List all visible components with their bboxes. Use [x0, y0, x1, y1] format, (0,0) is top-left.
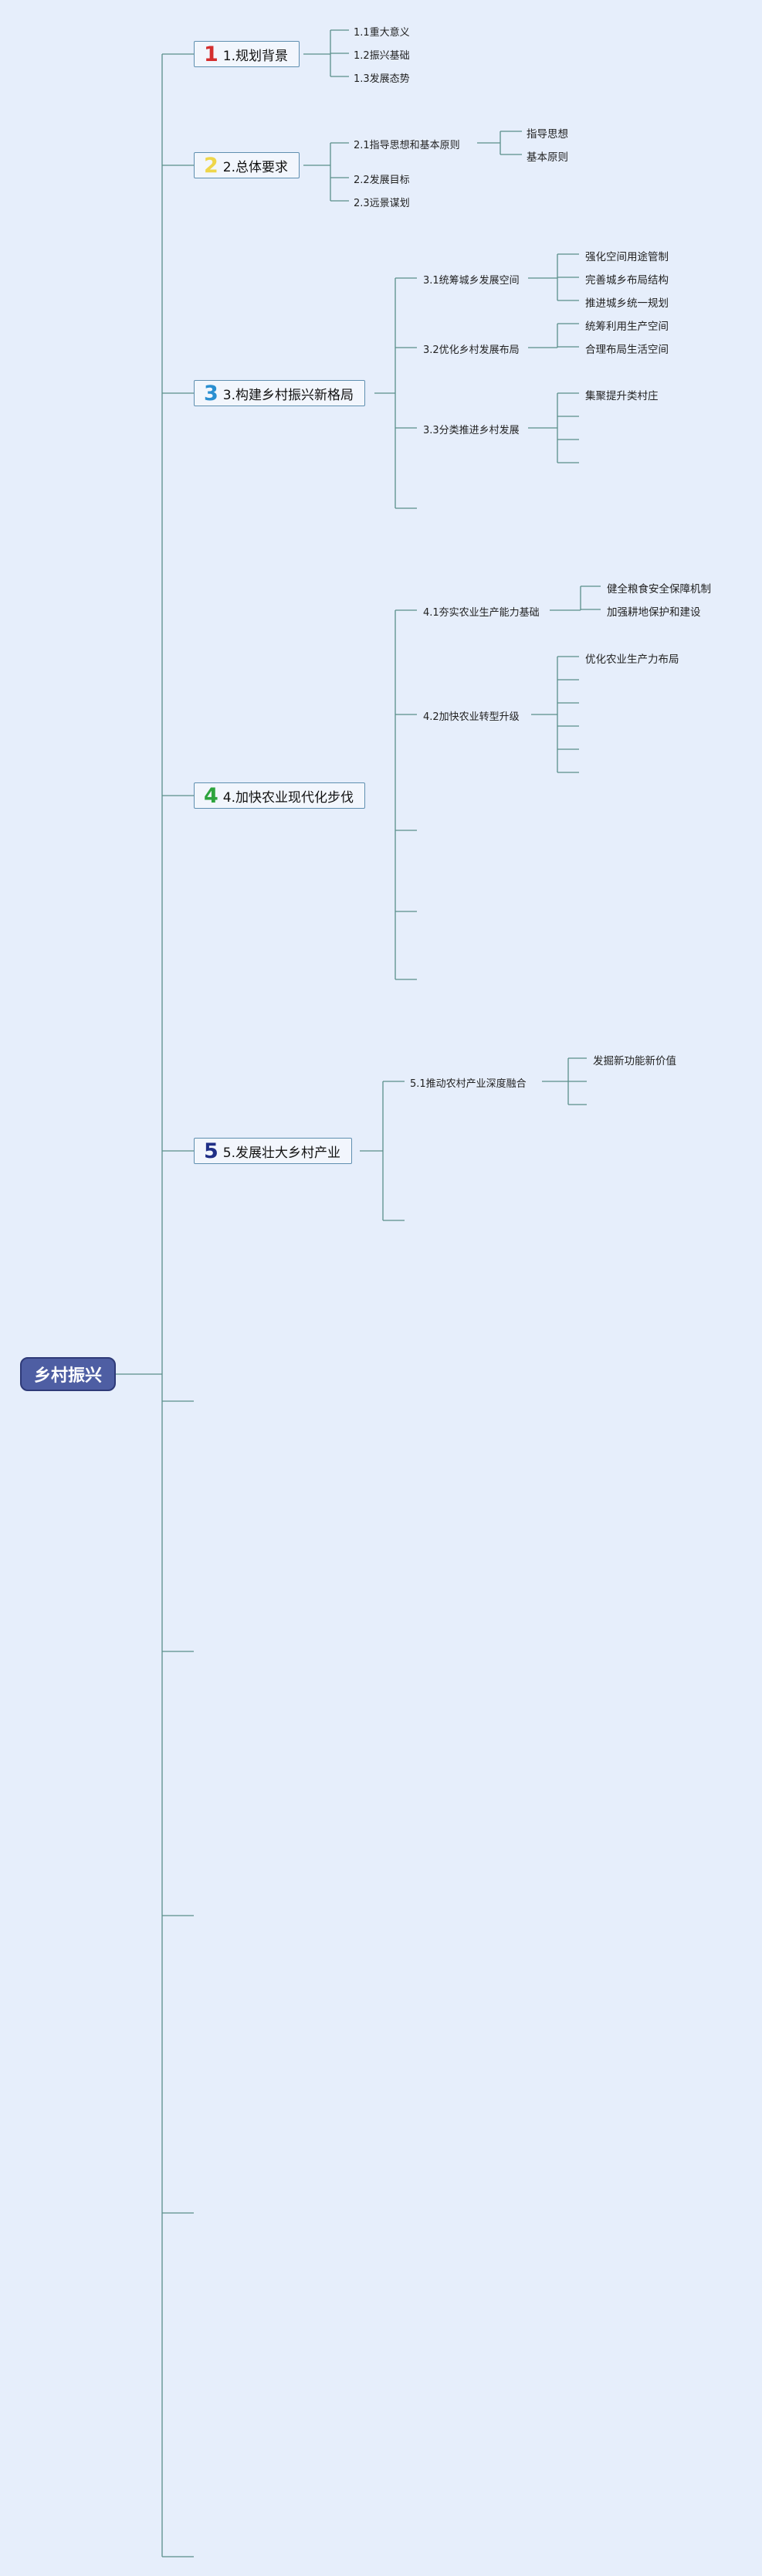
topic-3-1[interactable]: 3.1统筹城乡发展空间 — [423, 275, 520, 287]
branch-node-4[interactable]: 4 4.加快农业现代化步伐 — [194, 782, 366, 809]
branch-number-2: 2 — [204, 153, 218, 178]
topic-4-1-1[interactable]: 健全粮食安全保障机制 — [607, 583, 711, 596]
topic-3-2-1[interactable]: 统筹利用生产空间 — [585, 321, 669, 333]
topic-3-2[interactable]: 3.2优化乡村发展布局 — [423, 344, 520, 356]
branch-label-3: 3.构建乡村振兴新格局 — [222, 387, 354, 403]
branch-number-1: 1 — [204, 42, 218, 66]
branch-node-5[interactable]: 5 5.发展壮大乡村产业 — [194, 1138, 353, 1164]
topic-2-1[interactable]: 2.1指导思想和基本原则 — [354, 140, 460, 151]
branch-number-3: 3 — [204, 381, 218, 406]
branch-number-5: 5 — [204, 1139, 218, 1163]
topic-3-1-2[interactable]: 完善城乡布局结构 — [585, 274, 669, 287]
topic-3-1-1[interactable]: 强化空间用途管制 — [585, 251, 669, 263]
topic-3-3-1[interactable]: 集聚提升类村庄 — [585, 390, 659, 402]
branch-label-1: 1.规划背景 — [222, 48, 289, 64]
topic-2-2[interactable]: 2.2发展目标 — [354, 175, 410, 186]
branch-label-4: 4.加快农业现代化步伐 — [222, 789, 354, 806]
topic-1-1[interactable]: 1.1重大意义 — [354, 27, 410, 39]
root-node[interactable]: 乡村振兴 — [20, 1357, 116, 1391]
topic-3-1-3[interactable]: 推进城乡统一规划 — [585, 297, 669, 310]
branch-node-1[interactable]: 1 1.规划背景 — [194, 41, 300, 67]
topic-4-2-1[interactable]: 优化农业生产力布局 — [585, 653, 679, 666]
topic-4-2[interactable]: 4.2加快农业转型升级 — [423, 711, 520, 723]
topic-3-3[interactable]: 3.3分类推进乡村发展 — [423, 425, 520, 436]
topic-4-1-2[interactable]: 加强耕地保护和建设 — [607, 606, 701, 619]
topic-3-2-2[interactable]: 合理布局生活空间 — [585, 344, 669, 356]
topic-5-1-1[interactable]: 发掘新功能新价值 — [593, 1055, 676, 1067]
topic-2-3[interactable]: 2.3远景谋划 — [354, 198, 410, 209]
topic-2-1-2[interactable]: 基本原则 — [527, 151, 568, 164]
branch-label-2: 2.总体要求 — [222, 159, 289, 175]
branch-number-4: 4 — [204, 783, 218, 808]
topic-5-1[interactable]: 5.1推动农村产业深度融合 — [410, 1078, 527, 1090]
topic-4-1[interactable]: 4.1夯实农业生产能力基础 — [423, 607, 540, 619]
topic-1-3[interactable]: 1.3发展态势 — [354, 73, 410, 85]
topic-1-2[interactable]: 1.2振兴基础 — [354, 50, 410, 62]
branch-node-2[interactable]: 2 2.总体要求 — [194, 152, 300, 178]
branch-label-5: 5.发展壮大乡村产业 — [222, 1145, 341, 1161]
topic-2-1-1[interactable]: 指导思想 — [527, 128, 568, 141]
branch-node-3[interactable]: 3 3.构建乡村振兴新格局 — [194, 380, 366, 406]
